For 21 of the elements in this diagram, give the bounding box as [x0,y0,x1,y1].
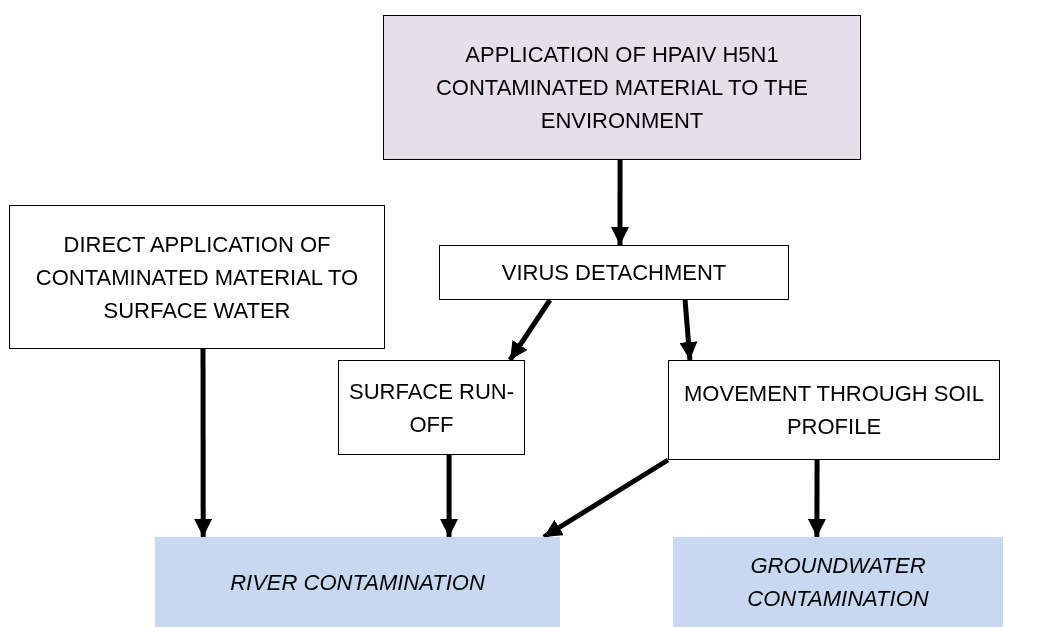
process-box [338,360,525,455]
outcome-box [155,537,560,627]
outcome-box [673,537,1003,627]
node-text: DIRECT APPLICATION OF CONTAMINATED MATERIAL TO SURFACE WATER [34,230,360,325]
process-box [668,360,1000,460]
process-box [439,245,789,300]
node-text: APPLICATION OF HPAIV H5N1 CONTAMINATED MATERIAL TO THE ENVIRONMENT [435,41,809,135]
arrow [542,457,670,540]
arrow [807,460,826,537]
node-text: MOVEMENT THROUGH SOIL PROFILE [683,380,985,441]
arrow [440,455,459,537]
process-box [9,205,385,349]
node-text: RIVER CONTAMINATION [230,568,485,597]
arrow [507,298,553,362]
process-box [383,15,861,160]
arrow [679,299,698,361]
node-text: GROUNDWATER CONTAMINATION [746,552,930,613]
arrow [194,349,213,537]
node-text: SURFACE RUN-OFF [349,377,514,439]
node-text: VIRUS DETACHMENT [501,259,727,287]
arrow [611,160,629,245]
